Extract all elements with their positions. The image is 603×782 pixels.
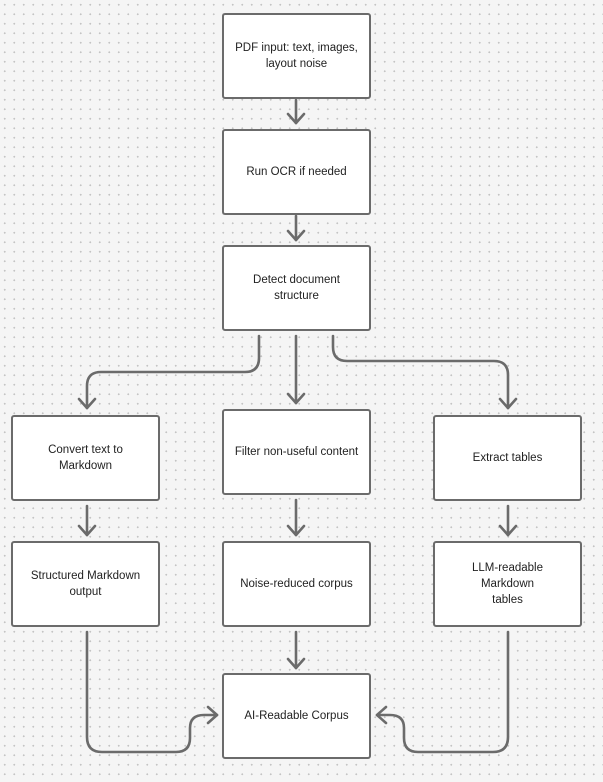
node-label: Structured Markdown output <box>30 570 141 598</box>
arrowhead-icon <box>286 524 306 537</box>
node-convert-text[interactable]: Convert text to Markdown <box>11 415 160 501</box>
node-structured-output[interactable]: Structured Markdown output <box>11 541 160 627</box>
node-pdf-input[interactable]: PDF input: text, images, layout noise <box>222 13 371 99</box>
edge-detect-to-extract <box>331 334 510 410</box>
arrowhead-icon <box>286 392 306 405</box>
node-label: PDF input: text, images, layout noise <box>235 42 358 70</box>
node-ai-corpus[interactable]: AI-Readable Corpus <box>222 673 371 759</box>
arrowhead-icon <box>375 705 388 725</box>
node-label: Noise-reduced corpus <box>240 578 353 590</box>
node-label: AI-Readable Corpus <box>244 710 349 722</box>
arrowhead-icon <box>286 657 306 670</box>
node-filter-content[interactable]: Filter non-useful content <box>222 409 371 495</box>
node-label: LLM-readable Markdown tables <box>472 562 543 606</box>
edge-structured-to-ai <box>85 630 219 754</box>
node-label: Run OCR if needed <box>246 166 347 178</box>
node-label: Extract tables <box>472 452 543 464</box>
node-label: Detect document structure <box>253 274 340 302</box>
node-extract-tables[interactable]: Extract tables <box>433 415 582 501</box>
arrowhead-icon <box>498 524 518 537</box>
node-detect-structure[interactable]: Detect document structure <box>222 245 371 331</box>
arrowhead-icon <box>77 397 97 410</box>
node-label: Convert text to Markdown <box>48 444 123 472</box>
arrowhead-icon <box>498 397 518 410</box>
arrowhead-icon <box>77 524 97 537</box>
arrowhead-icon <box>286 112 306 125</box>
edge-llm-to-ai <box>375 630 510 754</box>
node-run-ocr[interactable]: Run OCR if needed <box>222 129 371 215</box>
arrowhead-icon <box>206 705 219 725</box>
node-label: Filter non-useful content <box>234 446 359 458</box>
arrowhead-icon <box>286 229 306 242</box>
node-noise-reduced[interactable]: Noise-reduced corpus <box>222 541 371 627</box>
edge-detect-to-convert <box>85 334 261 410</box>
node-llm-tables[interactable]: LLM-readable Markdown tables <box>433 541 582 627</box>
